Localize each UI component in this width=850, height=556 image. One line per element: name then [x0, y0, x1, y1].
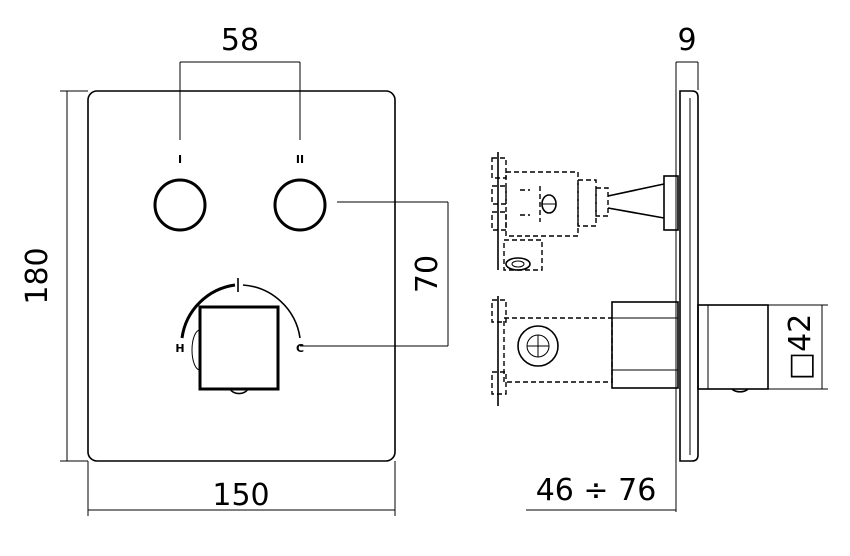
faceplate: [87, 90, 396, 462]
vertical-offset-dim: 70: [410, 255, 445, 293]
hot-label: H: [175, 342, 184, 355]
height-dim: 180: [20, 247, 55, 304]
thermostat-port: [517, 325, 559, 367]
faceplate-side: [679, 90, 699, 462]
cold-label: C: [296, 342, 304, 355]
plate-depth-dim: 9: [677, 23, 696, 58]
push-button-1: [153, 178, 207, 232]
side-view: 9: [491, 23, 828, 512]
temperature-arc-hot: [180, 283, 236, 339]
thermostat-knob: [198, 305, 280, 391]
push-button-2: [273, 178, 327, 232]
cartridge-cylinder: [611, 301, 679, 389]
button-2-label: II: [296, 153, 304, 166]
button-spacing-dim: 58: [221, 23, 259, 58]
front-view: 58 I II 70 H C 150 180: [20, 23, 449, 516]
wall-depth-dim: 46 ÷ 76: [536, 473, 657, 508]
knob-square-dim: □42: [783, 314, 818, 381]
diverter-stem-nut: [663, 175, 679, 231]
width-dim: 150: [212, 478, 269, 513]
button-1-label: I: [178, 153, 182, 166]
temperature-arc-cold: [242, 284, 301, 339]
lower-port: [505, 257, 531, 271]
